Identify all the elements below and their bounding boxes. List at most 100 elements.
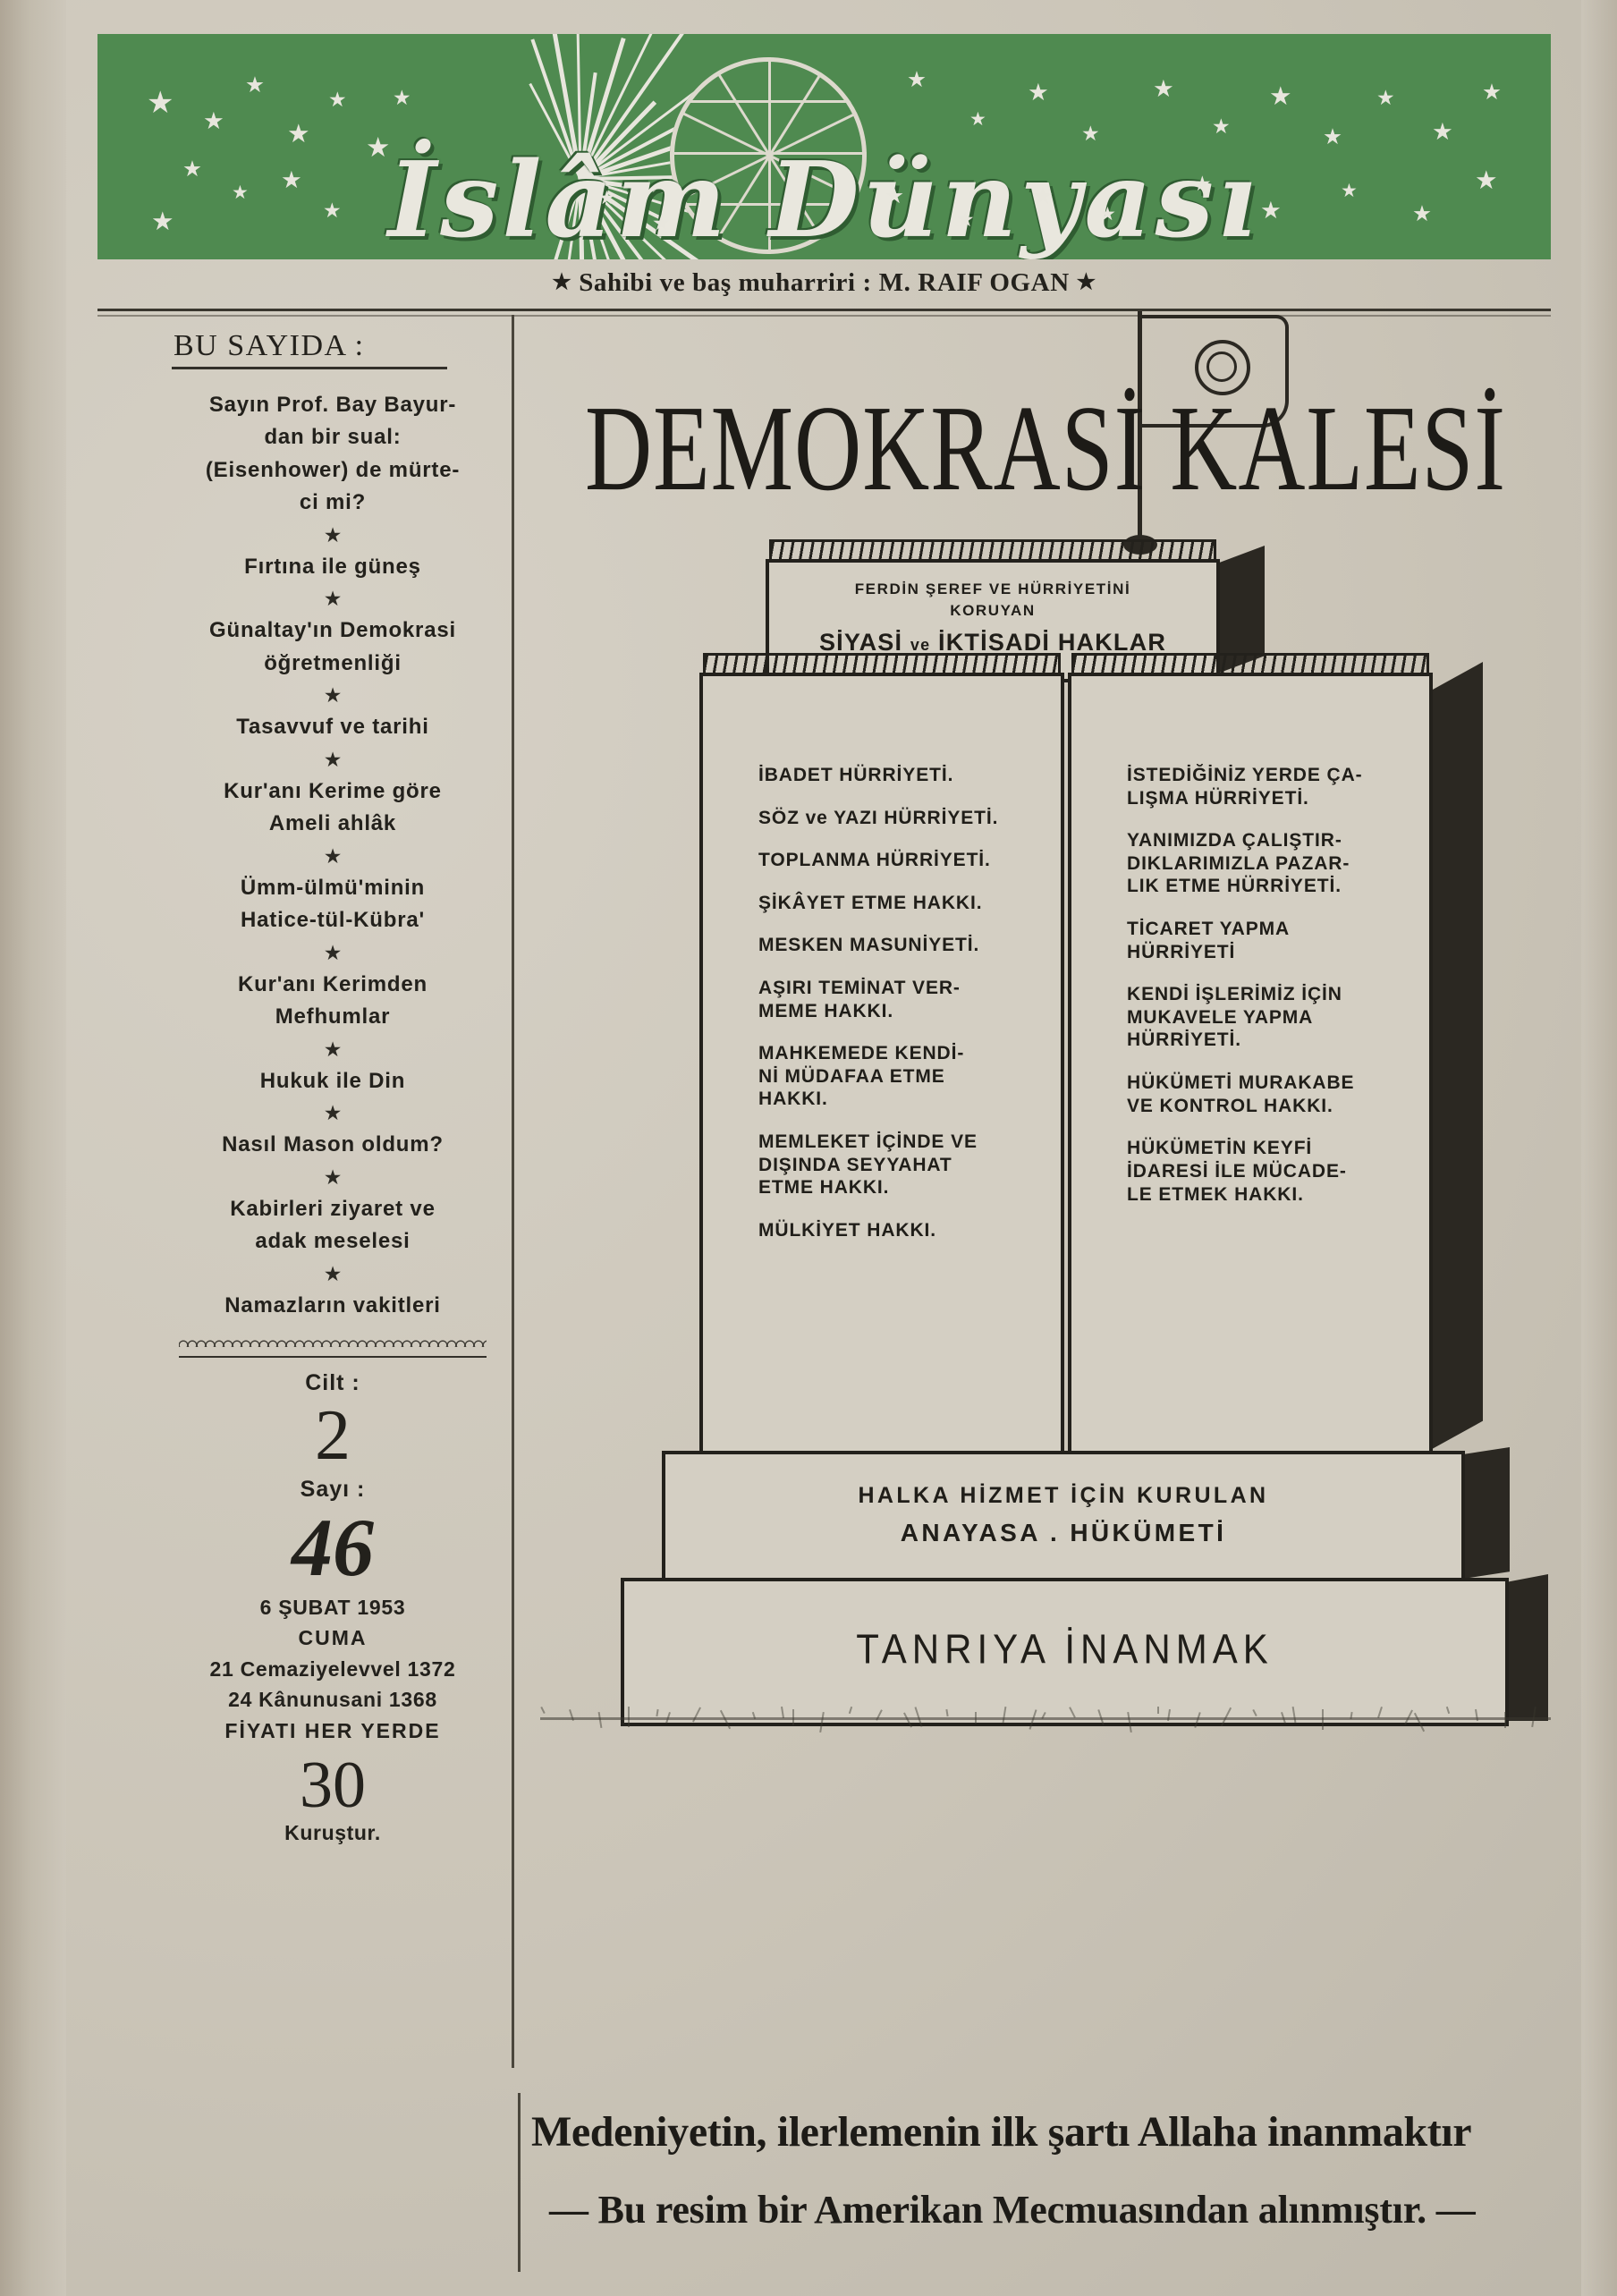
right-item: MESKEN MASUNİYETİ. <box>758 935 980 956</box>
star-icon: ★ <box>323 940 343 964</box>
tier1-shadow <box>1502 1574 1548 1721</box>
star-icon: ★ <box>1028 79 1049 106</box>
top-block-line3: SİYASİ ve İKTİSADİ HAKLAR <box>769 629 1216 657</box>
block-crown <box>769 539 1216 563</box>
contents-item[interactable]: ci mi? <box>299 490 367 515</box>
right-pillar-list: İSTEDİĞİNİZ YERDE ÇA- LIŞMA HÜRRİYETİ. YA… <box>1091 764 1415 1225</box>
contents-item[interactable]: Tasavvuf ve tarihi <box>236 715 429 740</box>
grass-tuft <box>540 1706 546 1715</box>
star-icon: ★ <box>1482 80 1503 105</box>
right-item: MÜLKİYET HAKKI. <box>758 1219 936 1241</box>
contents-item[interactable]: (Eisenhower) de mürte- <box>205 457 461 482</box>
grass-tuft <box>628 1707 630 1727</box>
star-icon: ★ <box>1341 181 1358 201</box>
fortress-tier-constitution: HALKA HİZMET İÇİN KURULAN ANAYASA . HÜKÜ… <box>662 1451 1465 1585</box>
flag-icon <box>1142 315 1289 428</box>
top-block-line3-b: İKTİSADİ HAKLAR <box>938 629 1167 656</box>
contents-item[interactable]: Namazların vakitleri <box>224 1292 441 1317</box>
contents-item[interactable]: adak meselesi <box>255 1229 411 1254</box>
price-value: 30 <box>300 1749 366 1823</box>
top-block-line2: KORUYAN <box>950 602 1036 619</box>
top-block-line3-a: SİYASİ <box>818 629 903 656</box>
byline-text: Sahibi ve baş muharriri : M. RAIF OGAN <box>579 268 1070 297</box>
grass-tuft <box>597 1711 603 1729</box>
issue-value: 46 <box>292 1501 374 1593</box>
masthead-banner: İslâm Dünyası ★★★★★★★★★★★★★★★★★★★★★★★★★★… <box>97 34 1551 259</box>
star-icon: ★ <box>598 188 615 208</box>
tier2-line2: ANAYASA . HÜKÜMETİ <box>900 1519 1227 1546</box>
contents-item[interactable]: Hatice-tül-Kübra' <box>241 908 425 933</box>
horizontal-rule-secondary <box>97 315 1551 317</box>
right-item: YANIMIZDA ÇALIŞTIR- DIKLARIMIZLA PAZAR- … <box>1127 830 1350 897</box>
contents-item[interactable]: Ameli ahlâk <box>268 811 397 836</box>
star-icon: ★ <box>1153 75 1174 102</box>
caption-primary: Medeniyetin, ilerlemenin ilk şartı Allah… <box>531 2108 1472 2156</box>
star-icon: ★ <box>323 199 342 222</box>
right-item: İSTEDİĞİNİZ YERDE ÇA- LIŞMA HÜRRİYETİ. <box>1127 765 1363 809</box>
star-icon: ★ <box>323 587 343 611</box>
contents-item[interactable]: Nasıl Mason oldum? <box>222 1132 444 1157</box>
grass-tuft <box>1322 1709 1324 1730</box>
caption-secondary: — Bu resim bir Amerikan Mecmuasından alı… <box>549 2188 1476 2232</box>
right-item: TOPLANMA HÜRRİYETİ. <box>758 850 991 871</box>
squiggle-rule <box>179 1356 487 1359</box>
star-icon: ★ <box>323 683 343 707</box>
tier2-shadow <box>1458 1447 1510 1580</box>
flagpole <box>1138 311 1142 551</box>
top-block-line3-ve: ve <box>910 636 931 654</box>
star-icon: ★ <box>366 132 391 163</box>
contents-item[interactable]: Kabirleri ziyaret ve <box>230 1196 436 1221</box>
contents-item[interactable]: Fırtına ile güneş <box>244 554 421 579</box>
contents-heading: BU SAYIDA : <box>174 329 365 362</box>
star-icon: ★ <box>1269 82 1292 111</box>
volume-value: 2 <box>315 1396 351 1476</box>
ground-line <box>540 1717 1551 1720</box>
contents-item[interactable]: Sayın Prof. Bay Bayur- <box>208 393 457 417</box>
star-icon: ★ <box>1081 122 1100 145</box>
star-icon: ★ <box>956 208 975 231</box>
star-icon: ★ <box>328 88 347 111</box>
contents-item[interactable]: Kur'anı Kerimden <box>238 971 428 996</box>
column-divider <box>512 315 514 2068</box>
star-icon: ★ <box>1376 86 1395 109</box>
star-icon: ★ <box>182 157 203 182</box>
star-icon: ★ <box>287 120 310 148</box>
star-icon: ★ <box>885 184 905 208</box>
right-item: HÜKÜMETİ MURAKABE VE KONTROL HAKKI. <box>1127 1072 1355 1116</box>
right-item: MEMLEKET İÇİNDE VE DIŞINDA SEYYAHAT ETME… <box>758 1131 978 1199</box>
contents-item[interactable]: Hukuk ile Din <box>259 1068 406 1093</box>
star-icon: ★ <box>323 1101 343 1125</box>
star-icon: ★ <box>147 86 174 120</box>
star-icon: ★ <box>1193 172 1212 195</box>
star-icon: ★ <box>652 211 671 234</box>
contents-item[interactable]: öğretmenliği <box>264 650 402 675</box>
byline: ★ Sahibi ve baş muharriri : M. RAIF OGAN… <box>97 268 1551 298</box>
tier2-line1: HALKA HİZMET İÇİN KURULAN <box>858 1483 1269 1508</box>
fortress-right-pillar: İSTEDİĞİNİZ YERDE ÇA- LIŞMA HÜRRİYETİ. YA… <box>1068 653 1433 1458</box>
volume-label: Cilt : <box>305 1370 360 1396</box>
date-rumi: 24 Kânunusani 1368 <box>228 1688 437 1712</box>
block-crown <box>703 653 1061 676</box>
day-name: CUMA <box>298 1626 368 1650</box>
price-unit: Kuruştur. <box>284 1820 381 1844</box>
block-crown <box>1071 653 1429 676</box>
contents-item[interactable]: Kur'anı Kerime göre <box>224 778 442 803</box>
globe-icon <box>670 57 867 254</box>
star-icon: ★ <box>393 86 411 109</box>
right-item: İBADET HÜRRİYETİ. <box>758 765 954 785</box>
grass-tuft <box>975 1712 977 1724</box>
contents-item[interactable]: Ümm-ülmü'minin <box>240 875 426 900</box>
contents-item[interactable]: Günaltay'ın Demokrasi <box>209 618 456 643</box>
star-icon: ★ <box>969 109 986 130</box>
right-item: HÜKÜMETİN KEYFİ İDARESİ İLE MÜCADE- LE E… <box>1127 1138 1347 1205</box>
heading-underline <box>172 367 447 369</box>
contents-item[interactable]: Mefhumlar <box>275 1004 391 1029</box>
fortress-foundation: TANRIYA İNANMAK <box>621 1578 1509 1726</box>
date-gregorian: 6 ŞUBAT 1953 <box>259 1595 406 1619</box>
right-item: AŞIRI TEMİNAT VER- MEME HAKKI. <box>758 978 961 1021</box>
issue-label: Sayı : <box>300 1476 366 1502</box>
top-block-line1: FERDİN ŞEREF VE HÜRRİYETİNİ <box>854 580 1131 597</box>
illustration-title: DEMOKRASİ KALESİ <box>585 380 1506 517</box>
contents-item[interactable]: dan bir sual: <box>264 425 402 450</box>
